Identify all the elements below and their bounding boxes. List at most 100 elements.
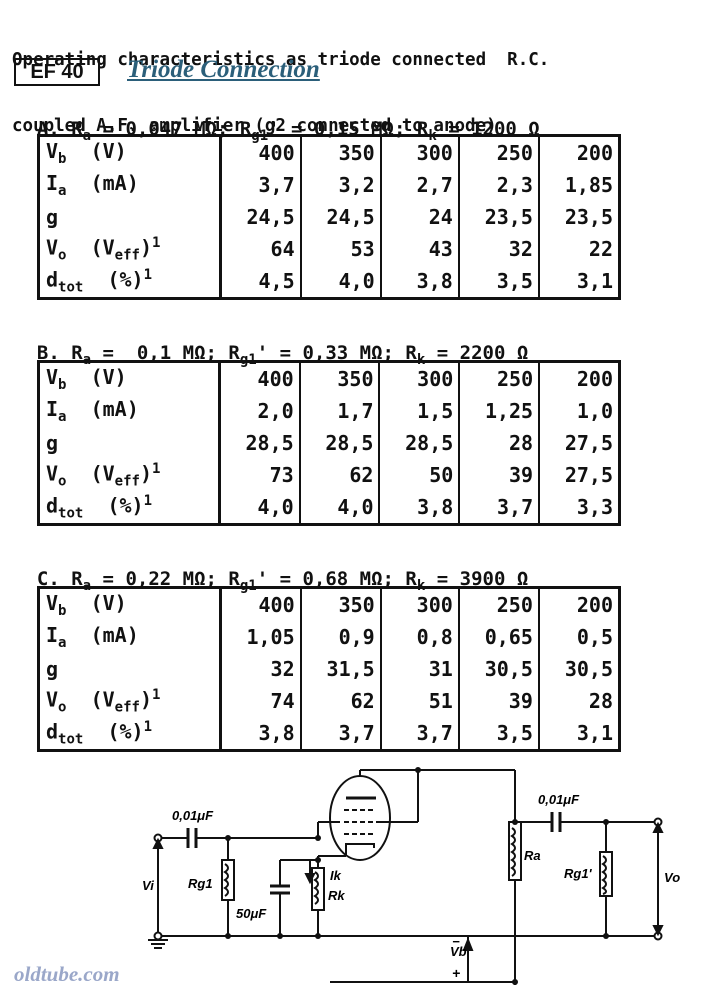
section-letter: C. (36, 568, 60, 590)
cell-dtot: 4,5 (219, 265, 301, 299)
cell-ia: 3,2 (299, 169, 381, 201)
rg1-label: Rg1 (188, 876, 213, 891)
cell-dtot: 3,7 (299, 717, 381, 751)
cell-g: 31,5 (299, 653, 381, 685)
row-label-vo: Vo (Veff)1 (37, 233, 222, 265)
vi-label: Vi (142, 878, 154, 893)
cell-vo: 53 (299, 233, 381, 265)
cell-ia: 1,7 (298, 395, 380, 427)
cell-g: 23,5 (537, 201, 620, 233)
cell-g: 28,5 (298, 427, 380, 459)
cell-dtot: 3,3 (538, 491, 620, 525)
vo-label: Vo (664, 870, 680, 885)
rk-value: 2200 Ω (459, 342, 529, 364)
cell-ia: 0,9 (299, 621, 381, 653)
cell-g: 31 (379, 653, 459, 685)
cell-vb: 200 (538, 361, 620, 395)
cell-dtot: 3,5 (457, 265, 539, 299)
cell-g: 30,5 (537, 653, 620, 685)
cell-g: 30,5 (457, 653, 539, 685)
cell-ia: 2,7 (379, 169, 459, 201)
cell-vo: 39 (458, 459, 540, 491)
watermark: oldtube.com (14, 962, 120, 986)
cell-dtot: 3,5 (457, 717, 539, 751)
cell-g: 28,5 (218, 427, 300, 459)
cell-vo: 39 (457, 685, 539, 717)
cell-ia: 1,5 (378, 395, 460, 427)
cell-g: 24,5 (219, 201, 301, 233)
rg1-value: 0,68 MΩ (302, 568, 383, 590)
conditions-c: C. Ra = 0,22 MΩ; Rg1' = 0,68 MΩ; Rk = 39… (36, 568, 529, 594)
conditions-b: B. Ra = 0,1 MΩ; Rg1' = 0,33 MΩ; Rk = 220… (36, 342, 529, 368)
cell-vo: 22 (537, 233, 620, 265)
cell-g: 27,5 (538, 427, 620, 459)
cell-vb: 250 (458, 361, 540, 395)
cell-dtot: 4,0 (218, 491, 300, 525)
rk-value: 3900 Ω (459, 568, 529, 590)
cell-vb: 400 (219, 587, 301, 621)
row-label-g: g (37, 653, 222, 685)
cell-vb: 300 (379, 587, 459, 621)
cell-vb: 350 (299, 587, 381, 621)
cell-g: 28 (458, 427, 540, 459)
tube-envelope (329, 775, 391, 861)
rg1-next-label: Rg1' (564, 866, 593, 881)
section-subtitle: Triode Connection (127, 56, 320, 83)
cell-ia: 1,0 (538, 395, 620, 427)
cell-ia: 1,85 (537, 169, 620, 201)
cell-g: 28,5 (378, 427, 460, 459)
cell-vo: 27,5 (538, 459, 620, 491)
ik-label: Ik (330, 868, 342, 883)
cell-dtot: 4,0 (299, 265, 381, 299)
ra-label: Ra (524, 848, 541, 863)
cell-vo: 32 (457, 233, 539, 265)
row-label-g: g (37, 201, 222, 233)
vb-plus-label: + (452, 965, 460, 981)
row-label-ia: Ia (mA) (37, 621, 222, 653)
row-label-vo: Vo (Veff)1 (37, 459, 221, 491)
cell-g: 24,5 (299, 201, 381, 233)
row-label-vb: Vb (V) (37, 361, 221, 395)
cell-dtot: 3,7 (458, 491, 540, 525)
ra-value: 0,22 MΩ (125, 568, 206, 590)
cell-dtot: 3,8 (379, 265, 459, 299)
cell-vo: 43 (379, 233, 459, 265)
row-label-dtot: dtot (%)1 (37, 491, 221, 525)
rk-label: Rk (328, 888, 345, 903)
row-label-ia: Ia (mA) (37, 169, 222, 201)
cell-vb: 350 (299, 135, 381, 169)
page-header: Operating characteristics as triode conn… (12, 5, 549, 159)
cell-ia: 0,65 (457, 621, 539, 653)
input-terminal-bottom (153, 931, 163, 941)
cell-vb: 400 (218, 361, 300, 395)
row-label-vo: Vo (Veff)1 (37, 685, 222, 717)
cell-ia: 1,25 (458, 395, 540, 427)
cell-ia: 3,7 (219, 169, 301, 201)
row-label-vb: Vb (V) (37, 587, 222, 621)
cell-ia: 0,5 (537, 621, 620, 653)
cathode-capacitor-label: 50μF (236, 906, 267, 921)
row-label-dtot: dtot (%)1 (37, 717, 222, 751)
row-label-ia: Ia (mA) (37, 395, 221, 427)
cell-ia: 0,8 (379, 621, 459, 653)
cell-vb: 250 (457, 135, 539, 169)
ra-value: 0,1 MΩ (136, 342, 206, 364)
cell-g: 32 (219, 653, 301, 685)
cell-vo: 28 (537, 685, 620, 717)
cell-vb: 200 (537, 135, 620, 169)
